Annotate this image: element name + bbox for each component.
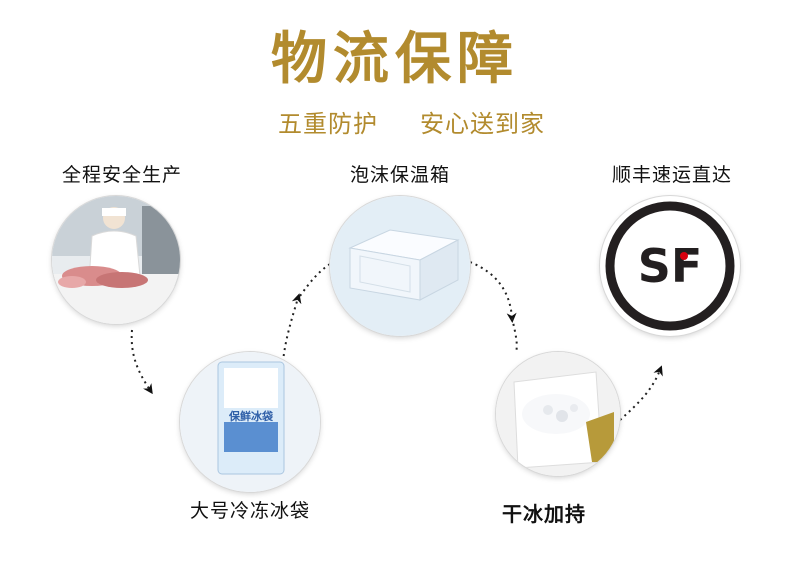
sf-logo-text: SF: [638, 239, 703, 293]
label-ice-bag: 大号冷冻冰袋: [190, 500, 311, 522]
image-dry-ice: [496, 352, 620, 476]
label-safe-production: 全程安全生产: [62, 164, 183, 186]
label-foam-box: 泡沫保温箱: [350, 164, 451, 186]
subtitle-safe-delivery: 安心送到家: [420, 110, 545, 138]
arrow-icebag-to-foam: [282, 293, 302, 363]
sf-express-logo: SF: [600, 196, 740, 336]
arrow-production-to-icebag: [130, 329, 153, 395]
label-sf-express: 顺丰速运直达: [612, 164, 733, 186]
arrow-foam-left: [299, 263, 331, 297]
page-title: 物流保障: [271, 26, 519, 92]
arrow-dryice-down: [511, 317, 518, 353]
image-ice-bag: 保鲜冰袋: [180, 352, 320, 492]
label-dry-ice: 干冰加持: [502, 502, 586, 526]
ice-bag-title: 保鲜冰袋: [228, 409, 274, 423]
arrow-dryice-to-sf: [619, 365, 663, 421]
subtitle-five-protection: 五重防护: [278, 110, 378, 138]
image-foam-box: [330, 196, 470, 336]
arrow-foam-to-dryice: [469, 261, 517, 323]
image-safe-production: [52, 196, 180, 324]
